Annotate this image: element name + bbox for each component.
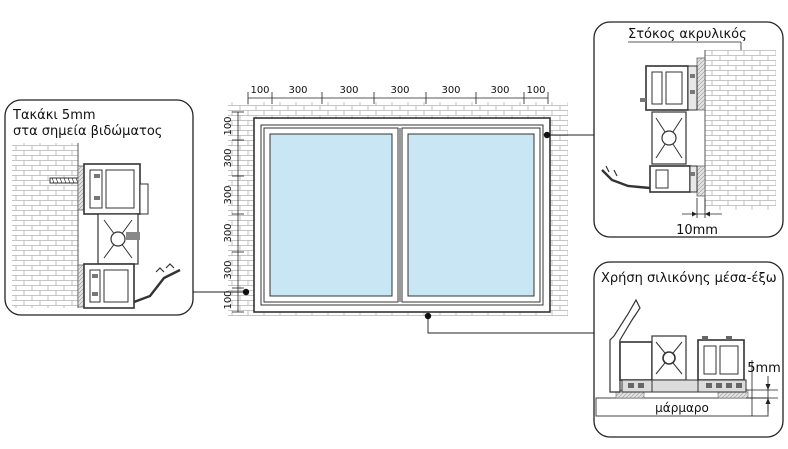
screw-pad-wall bbox=[12, 143, 78, 308]
dim-v-6: 100 bbox=[223, 290, 234, 309]
dim-h-7: 100 bbox=[526, 85, 545, 96]
silicone-gap-label: 5mm bbox=[747, 361, 781, 376]
dim-v-3: 300 bbox=[223, 185, 234, 204]
screw-pad-title-1: Τακάκι 5mm bbox=[12, 108, 96, 123]
frame-profile-bottom bbox=[83, 263, 135, 309]
leader-lines bbox=[193, 134, 594, 334]
acrylic-gap-label: 10mm bbox=[676, 223, 718, 238]
marble-label: μάρμαρο bbox=[655, 401, 709, 415]
dim-h-3: 300 bbox=[339, 85, 358, 96]
screw-pad-title-2: στα σημεία βιδώματος bbox=[13, 124, 162, 139]
interlock-profile bbox=[97, 213, 140, 265]
window-elevation bbox=[228, 102, 568, 316]
dim-v-2: 300 bbox=[223, 148, 234, 167]
putty-interlock-profile bbox=[651, 111, 687, 165]
callout-acrylic-putty: Στόκος ακρυλικός bbox=[593, 21, 784, 238]
dim-h-1: 100 bbox=[250, 85, 269, 96]
dim-v-5: 300 bbox=[223, 260, 234, 279]
dim-v-1: 100 bbox=[223, 116, 234, 135]
drip-sill bbox=[133, 268, 181, 304]
dim-v-4: 300 bbox=[223, 223, 234, 242]
acrylic-wall bbox=[705, 50, 776, 210]
horizontal-dimensions: 100 300 300 300 300 300 100 bbox=[247, 85, 549, 104]
right-glass-pane bbox=[407, 133, 535, 297]
leader-dot-right bbox=[543, 131, 551, 139]
callout-silicone: Χρήση σιλικόνης μέσα-έξω μάρμαρο bbox=[593, 261, 784, 438]
acrylic-putty-bead bbox=[696, 57, 706, 111]
leader-dot-bottom bbox=[424, 312, 432, 320]
left-glass-pane bbox=[269, 133, 393, 297]
sill-frame-profile bbox=[609, 298, 747, 393]
vertical-dimensions: 100 300 300 300 300 100 bbox=[223, 111, 244, 313]
callout-screw-pad: Τακάκι 5mm στα σημεία βιδώματος bbox=[4, 99, 194, 316]
silicone-title: Χρήση σιλικόνης μέσα-έξω bbox=[601, 271, 777, 286]
dim-h-5: 300 bbox=[441, 85, 460, 96]
dim-h-6: 300 bbox=[490, 85, 509, 96]
frame-profile-top bbox=[83, 163, 149, 215]
leader-dot-left bbox=[242, 288, 250, 296]
putty-frame-profile-bottom bbox=[649, 165, 698, 193]
putty-frame-profile-top bbox=[645, 65, 698, 111]
pad-5mm bbox=[77, 165, 85, 211]
putty-drip-sill bbox=[601, 169, 651, 190]
acrylic-putty-title: Στόκος ακρυλικός bbox=[628, 27, 747, 42]
dim-h-4: 300 bbox=[390, 85, 409, 96]
dim-h-2: 300 bbox=[288, 85, 307, 96]
